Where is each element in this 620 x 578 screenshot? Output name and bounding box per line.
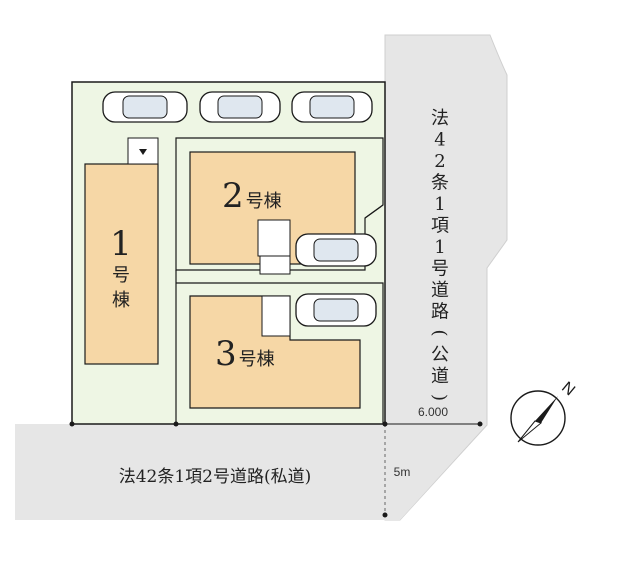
public-road-label-char: 道 (431, 280, 449, 301)
lot-divider-south (175, 204, 384, 424)
public-road-label-char: 公 (431, 345, 449, 366)
entrance-step-3 (261, 295, 291, 337)
entrance-step-2 (257, 219, 291, 257)
building-1 (84, 163, 159, 365)
car-icon (102, 91, 188, 123)
public-road-label-char: 法 (431, 108, 449, 129)
entrance-arrow-icon (139, 149, 147, 155)
boundary-marker (382, 512, 388, 518)
private-road-label: 法42条1項2号道路(私道) (119, 467, 312, 487)
building-1-number: 1 (110, 224, 132, 264)
car-icon (295, 293, 377, 327)
public-road-label-char: 1 (434, 237, 445, 258)
public-road-label-char: 号 (431, 259, 449, 280)
public-road-label-char: 条 (431, 173, 449, 194)
public-road-label-char: 道 (431, 366, 449, 387)
public-road (384, 34, 508, 521)
south-arrow-icon (517, 420, 543, 443)
public-road-label-char: ) (429, 394, 450, 401)
car-icon (199, 91, 281, 123)
public-road-label-char: 路 (431, 302, 449, 323)
private-road-corner (385, 424, 487, 520)
public-road-label-char: 項 (431, 216, 449, 237)
private-road (15, 424, 385, 520)
public-road-label-char: 2 (434, 151, 445, 172)
car-icon (295, 233, 377, 267)
boundary-marker (69, 421, 75, 427)
public-road-label-char: ( (429, 329, 450, 336)
compass: N (510, 379, 578, 446)
north-label: N (558, 379, 578, 399)
north-arrow-icon (535, 396, 558, 423)
car-icon (291, 91, 373, 123)
road-width-label: 5m (394, 465, 411, 479)
porch-2 (259, 255, 291, 275)
building-1-suffix-bottom: 棟 (112, 290, 130, 311)
public-road-label-char: 4 (434, 130, 445, 151)
boundary-marker (173, 421, 179, 427)
building-1-suffix-top: 号 (112, 265, 130, 286)
frontage-width-label: 6.000 (418, 405, 448, 419)
public-road-label-char: 1 (434, 194, 445, 215)
